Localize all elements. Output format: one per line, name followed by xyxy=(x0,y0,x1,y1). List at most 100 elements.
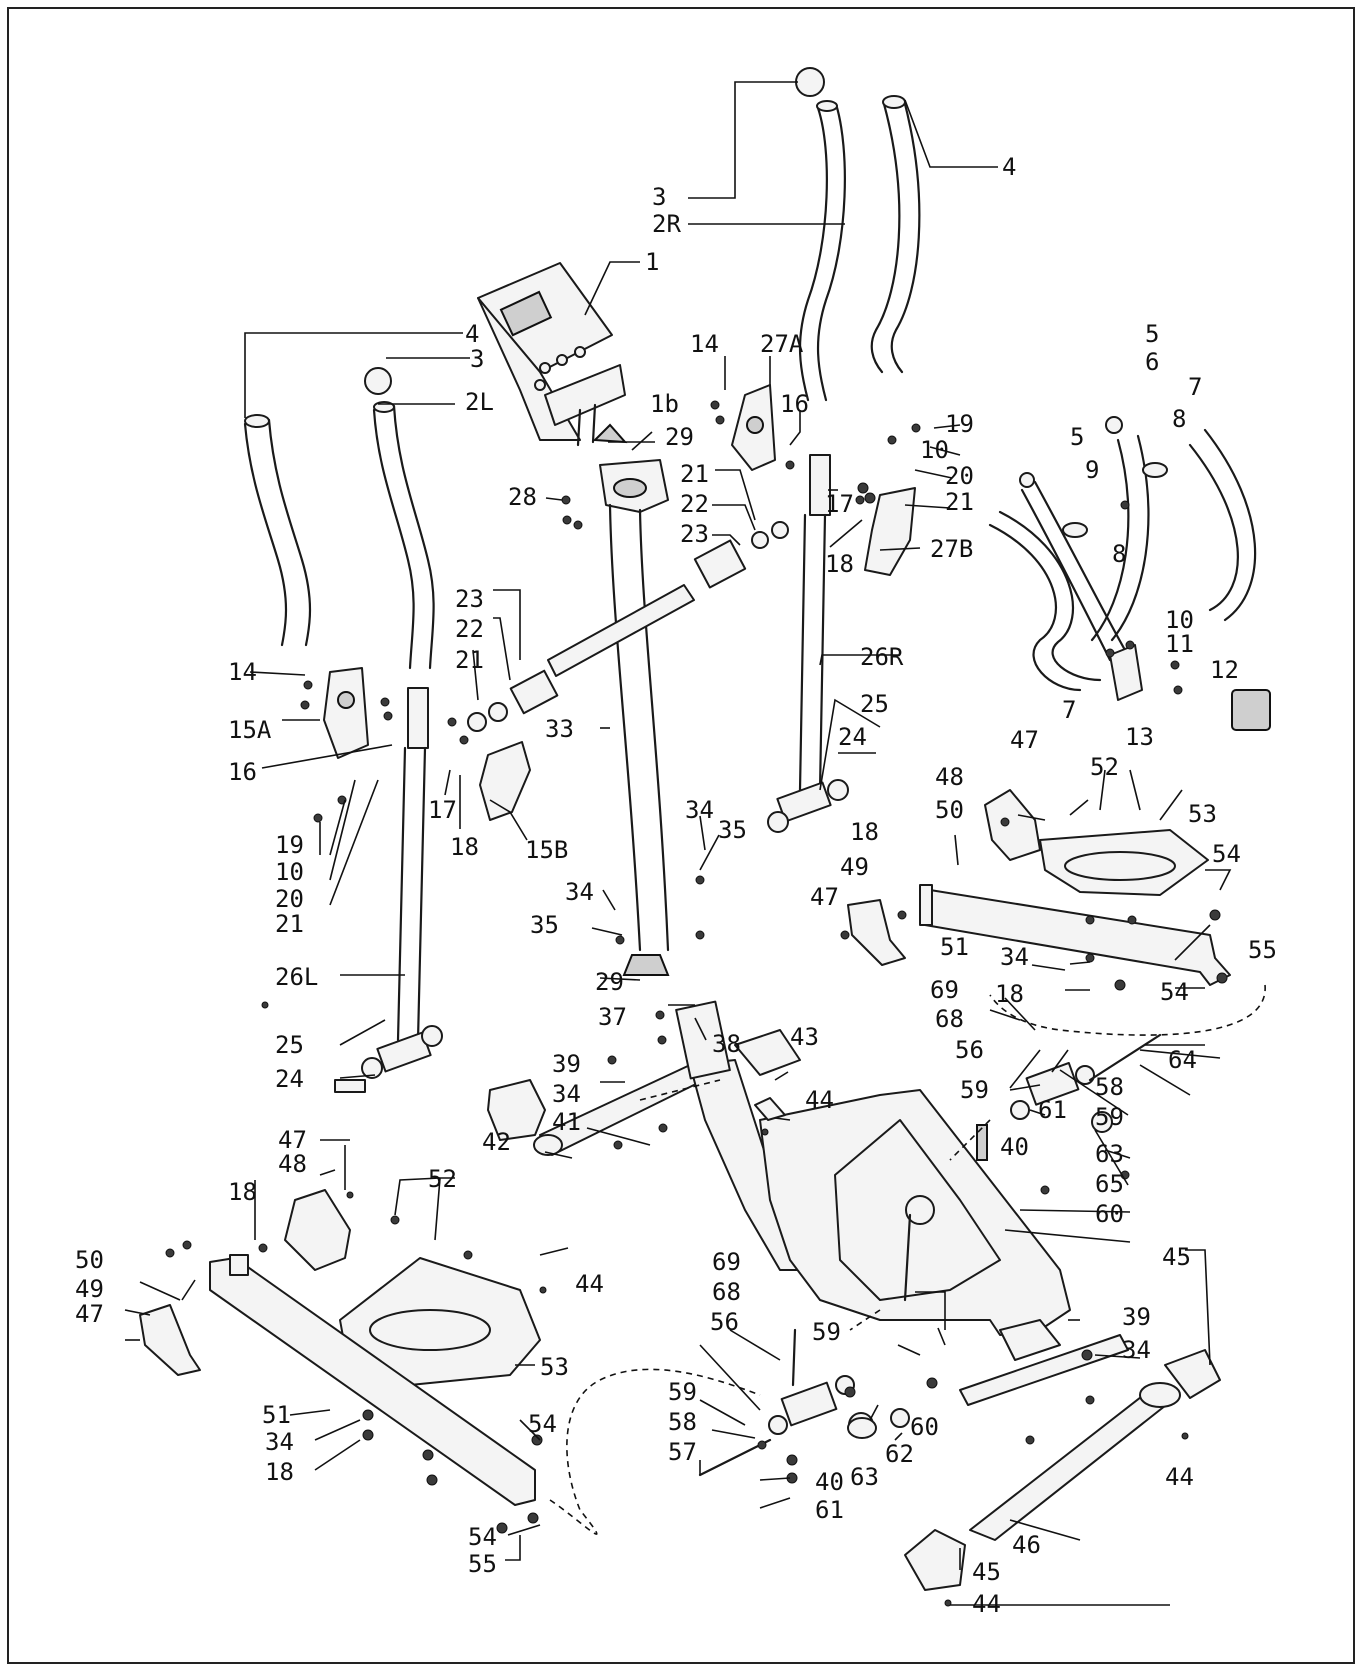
handlebar-2l xyxy=(364,367,435,670)
linkage-dash-lines xyxy=(549,984,1266,1535)
label-54: 54 xyxy=(468,1523,497,1551)
label-6: 6 xyxy=(1145,348,1159,376)
pivot-axle-part xyxy=(467,521,789,732)
label-64: 64 xyxy=(1168,1046,1197,1074)
cover-27a xyxy=(731,384,776,471)
handlebar-4-right xyxy=(870,95,921,374)
label-18: 18 xyxy=(265,1458,294,1486)
label-69: 69 xyxy=(930,976,959,1004)
lower-arm-26l xyxy=(334,687,443,1093)
label-18: 18 xyxy=(825,550,854,578)
label-34: 34 xyxy=(1122,1336,1151,1364)
label-43: 43 xyxy=(790,1023,819,1051)
label-16: 16 xyxy=(228,758,257,786)
label-24: 24 xyxy=(838,723,867,751)
label-8: 8 xyxy=(1172,405,1186,433)
label-21: 21 xyxy=(455,646,484,674)
label-48: 48 xyxy=(278,1150,307,1178)
label-47: 47 xyxy=(810,883,839,911)
label-61: 61 xyxy=(815,1496,844,1524)
label-38: 38 xyxy=(712,1030,741,1058)
label-54: 54 xyxy=(1160,978,1189,1006)
cover-27b xyxy=(864,487,916,576)
label-8: 8 xyxy=(1112,540,1126,568)
label-10: 10 xyxy=(275,858,304,886)
label-19: 19 xyxy=(945,410,974,438)
label-14: 14 xyxy=(228,658,257,686)
label-21: 21 xyxy=(275,910,304,938)
label-44: 44 xyxy=(575,1270,604,1298)
label-65: 65 xyxy=(1095,1170,1124,1198)
label-68: 68 xyxy=(935,1005,964,1033)
label-41: 41 xyxy=(552,1108,581,1136)
label-15b: 15B xyxy=(525,836,568,864)
label-16: 16 xyxy=(780,390,809,418)
label-40: 40 xyxy=(1000,1133,1029,1161)
label-5: 5 xyxy=(1145,320,1159,348)
label-34: 34 xyxy=(685,796,714,824)
label-57: 57 xyxy=(668,1438,697,1466)
label-42: 42 xyxy=(482,1128,511,1156)
lower-arm-26r xyxy=(767,454,849,833)
pedal-assembly-left xyxy=(139,1189,541,1506)
label-51: 51 xyxy=(940,933,969,961)
label-21: 21 xyxy=(945,488,974,516)
label-49: 49 xyxy=(840,853,869,881)
label-10: 10 xyxy=(1165,606,1194,634)
label-26l: 26L xyxy=(275,963,318,991)
label-56: 56 xyxy=(955,1036,984,1064)
console-part xyxy=(477,262,628,447)
label-25: 25 xyxy=(275,1031,304,1059)
label-18: 18 xyxy=(450,833,479,861)
label-23: 23 xyxy=(680,520,709,548)
label-69: 69 xyxy=(712,1248,741,1276)
label-63: 63 xyxy=(850,1463,879,1491)
label-47: 47 xyxy=(1010,726,1039,754)
label-5: 5 xyxy=(1070,423,1084,451)
leader-lines xyxy=(124,81,1232,1606)
label-39: 39 xyxy=(1122,1303,1151,1331)
label-59: 59 xyxy=(960,1076,989,1104)
label-3: 3 xyxy=(652,183,666,211)
label-18: 18 xyxy=(850,818,879,846)
label-47: 47 xyxy=(75,1300,104,1328)
label-40: 40 xyxy=(815,1468,844,1496)
label-1b: 1b xyxy=(650,390,679,418)
label-47: 47 xyxy=(278,1126,307,1154)
label-27a: 27A xyxy=(760,330,804,358)
label-61: 61 xyxy=(1038,1096,1067,1124)
label-4: 4 xyxy=(1002,153,1016,181)
rear-stabilizer xyxy=(487,1029,801,1141)
label-11: 11 xyxy=(1165,630,1194,658)
label-25: 25 xyxy=(860,690,889,718)
label-21: 21 xyxy=(680,460,709,488)
label-35: 35 xyxy=(530,911,559,939)
label-34: 34 xyxy=(1000,943,1029,971)
label-14: 14 xyxy=(690,330,719,358)
label-29: 29 xyxy=(595,968,624,996)
label-29: 29 xyxy=(665,423,694,451)
label-60: 60 xyxy=(1095,1200,1124,1228)
label-10: 10 xyxy=(920,436,949,464)
moving-handlebar-assembly xyxy=(988,416,1271,731)
label-20: 20 xyxy=(275,885,304,913)
label-53: 53 xyxy=(540,1353,569,1381)
label-58: 58 xyxy=(668,1408,697,1436)
label-15a: 15A xyxy=(228,716,272,744)
label-26r: 26R xyxy=(860,643,904,671)
label-23: 23 xyxy=(455,585,484,613)
label-17: 17 xyxy=(428,796,457,824)
handlebar-2r xyxy=(795,67,846,402)
label-34: 34 xyxy=(265,1428,294,1456)
label-45: 45 xyxy=(972,1558,1001,1586)
label-58: 58 xyxy=(1095,1073,1124,1101)
label-19: 19 xyxy=(275,831,304,859)
label-48: 48 xyxy=(935,763,964,791)
label-27b: 27B xyxy=(930,535,973,563)
label-24: 24 xyxy=(275,1065,304,1093)
label-1: 1 xyxy=(645,248,659,276)
label-62: 62 xyxy=(885,1440,914,1468)
label-44: 44 xyxy=(1165,1463,1194,1491)
label-44: 44 xyxy=(972,1590,1001,1618)
